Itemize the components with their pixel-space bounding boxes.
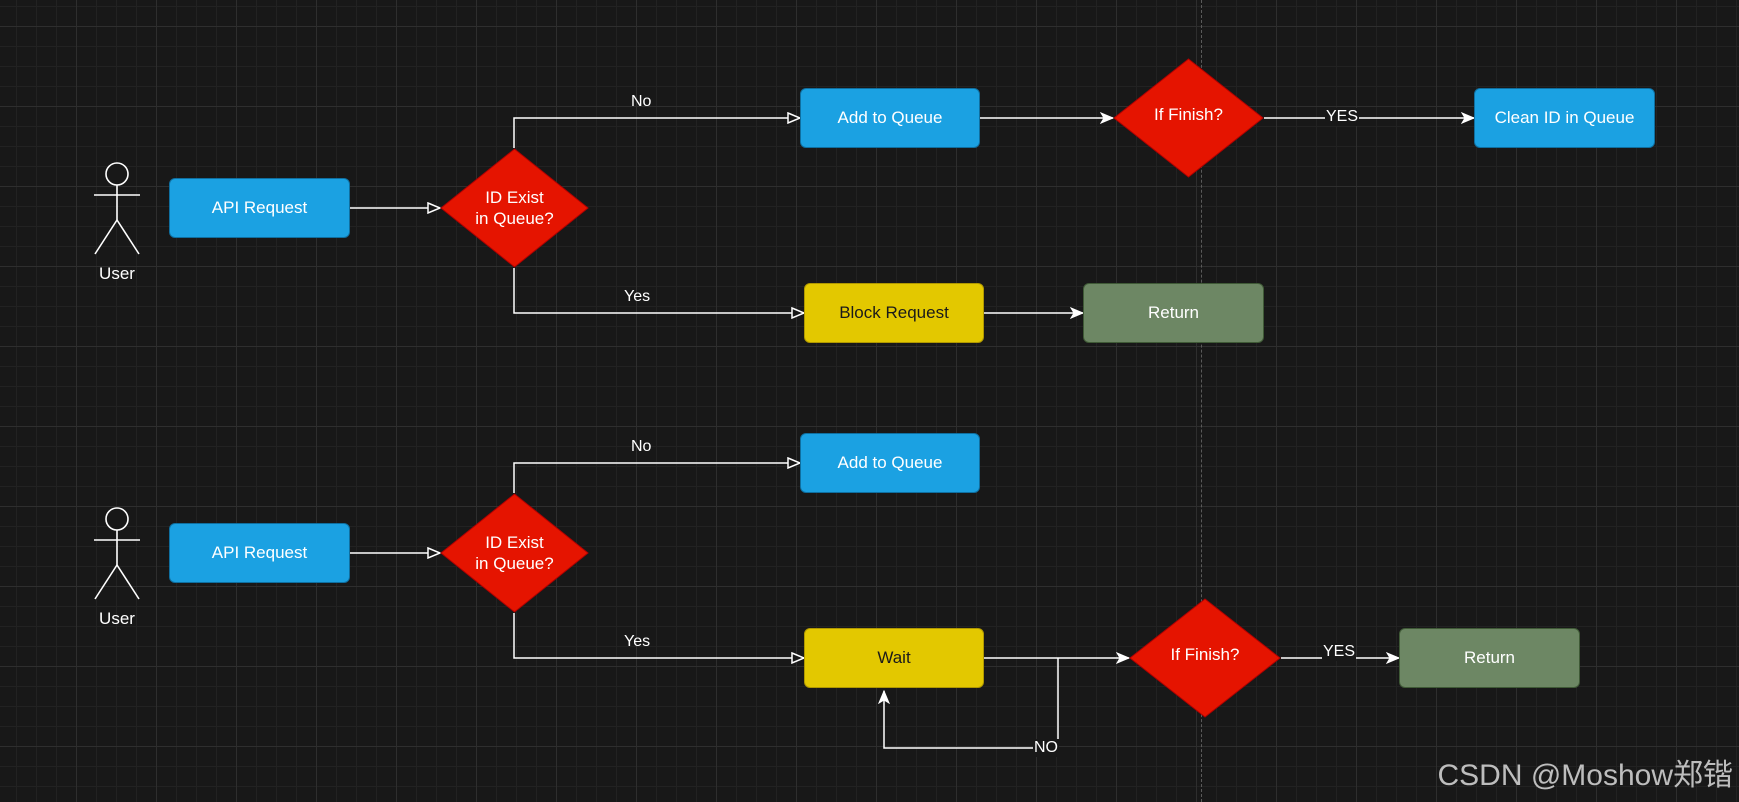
branch-label-yes-upper: YES — [1325, 108, 1360, 126]
block-request-box: Block Request — [804, 283, 984, 343]
decision-label: ID Exist in Queue? — [475, 533, 554, 573]
branch-label-yes-upper: YES — [1322, 643, 1357, 661]
diamond-shape — [1113, 58, 1264, 178]
api-request-box: API Request — [169, 178, 350, 238]
user-actor-1 — [92, 162, 142, 258]
connector-decision-yes-2 — [513, 613, 804, 658]
watermark: CSDN @Moshow郑锴 — [1437, 759, 1733, 792]
branch-label-yes: Yes — [624, 288, 651, 305]
connector-decision-no-2 — [513, 463, 800, 493]
return-box: Return — [1083, 283, 1264, 343]
stick-figure-icon — [94, 507, 140, 600]
connector-finish-no-loop-2 — [884, 658, 1059, 749]
decision-label: ID Exist in Queue? — [475, 188, 554, 228]
id-exist-decision: ID Exist in Queue? — [440, 148, 589, 268]
branch-label-yes: Yes — [624, 633, 651, 650]
actor-label: User — [99, 264, 135, 283]
clean-id-in-queue-box: Clean ID in Queue — [1474, 88, 1655, 148]
if-finish-decision: If Finish? — [1113, 58, 1264, 178]
connector-decision-no-1 — [513, 118, 800, 148]
add-to-queue-box: Add to Queue — [800, 433, 980, 493]
decision-label: If Finish? — [1154, 104, 1223, 124]
branch-label-no: No — [631, 93, 652, 110]
connector-decision-yes-1 — [513, 268, 804, 313]
return-box: Return — [1399, 628, 1580, 688]
diamond-shape — [440, 493, 589, 613]
api-request-box: API Request — [169, 523, 350, 583]
user-actor-2 — [92, 507, 142, 603]
branch-label-no: No — [631, 438, 652, 455]
actor-label: User — [99, 609, 135, 628]
page-break-guide — [1201, 0, 1202, 802]
stick-figure-icon — [94, 162, 140, 255]
wait-box: Wait — [804, 628, 984, 688]
if-finish-decision: If Finish? — [1129, 598, 1281, 718]
add-to-queue-box: Add to Queue — [800, 88, 980, 148]
id-exist-decision: ID Exist in Queue? — [440, 493, 589, 613]
branch-label-no-upper: NO — [1033, 739, 1059, 757]
diamond-shape — [1129, 598, 1281, 718]
decision-label: If Finish? — [1170, 644, 1240, 664]
diamond-shape — [440, 148, 589, 268]
